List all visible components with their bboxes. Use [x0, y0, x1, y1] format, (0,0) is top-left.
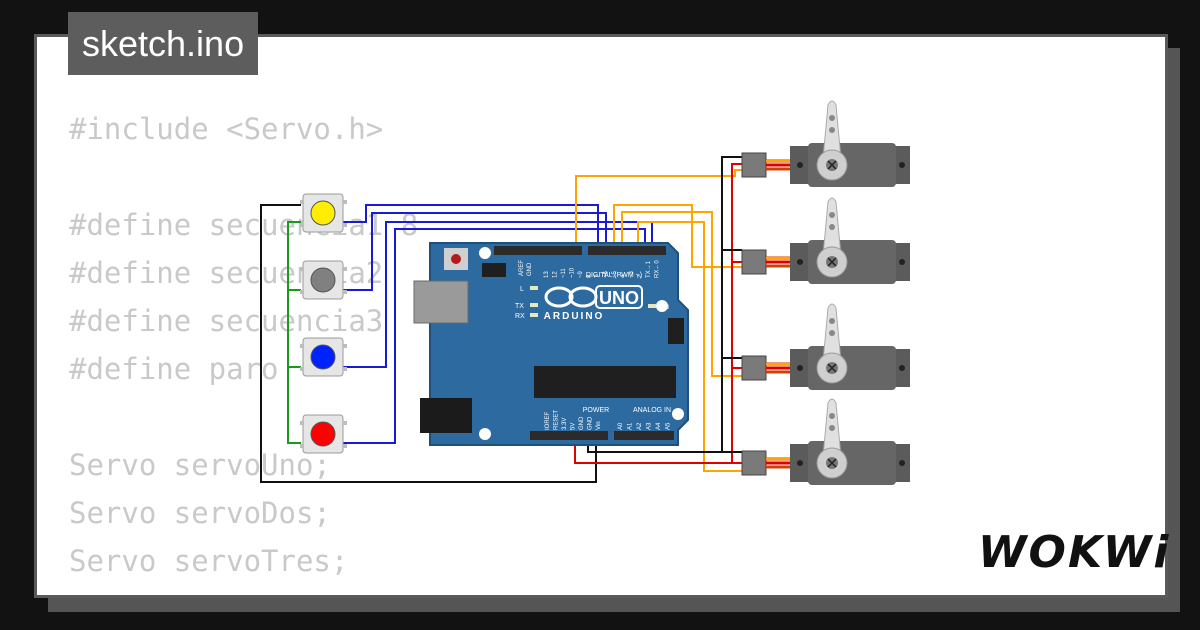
pin-label: ~11 — [561, 268, 567, 278]
servos — [741, 100, 910, 485]
pushbutton[interactable] — [300, 414, 347, 454]
pin-label: 4 — [621, 274, 627, 278]
usb-connector — [413, 280, 469, 324]
power-jack — [420, 398, 472, 433]
pushbuttons — [300, 193, 347, 454]
analog-label: ANALOG IN — [633, 407, 671, 414]
file-tab-label: sketch.ino — [82, 23, 245, 64]
code-line: Servo servoDos; — [69, 496, 331, 530]
pin-label: 13 — [544, 271, 550, 278]
wire-button2-signal — [340, 212, 607, 291]
arduino-uno-board[interactable]: UNO ARDUINO DIGITAL (PWM ~) POWER ANALOG… — [413, 242, 689, 446]
digital-header-left — [494, 246, 582, 255]
wire-servo4-signal — [637, 221, 742, 472]
wire-button1-signal — [340, 204, 599, 245]
wire-button4-signal — [340, 228, 646, 444]
servo-motor[interactable] — [741, 197, 910, 284]
code-line: Servo servoTres; — [69, 544, 349, 578]
pin-label: ~6 — [604, 270, 610, 278]
wires — [260, 156, 742, 483]
pin-label: A4 — [656, 422, 662, 430]
board-brand: ARDUINO — [544, 311, 605, 322]
file-tab[interactable]: sketch.ino — [68, 12, 259, 75]
code-line: #define paro — [69, 352, 279, 386]
pushbutton[interactable] — [300, 260, 347, 300]
led-rx-label: RX — [515, 313, 525, 320]
digital-header-label: DIGITAL (PWM ~) — [586, 272, 642, 279]
code-line: #define secuencia3 — [69, 304, 384, 338]
pin-label: 5V — [571, 423, 577, 430]
wire-ground-loop — [260, 204, 597, 483]
code-line: #define secuencia2 — [69, 256, 384, 290]
pin-label: GND — [579, 416, 585, 430]
pushbutton[interactable] — [300, 193, 347, 233]
pin-label: A2 — [637, 422, 643, 430]
pin-label: GND — [588, 416, 594, 430]
wire-button-green — [287, 221, 301, 444]
pin-label: 12 — [553, 271, 559, 278]
pin-label: ~5 — [612, 270, 618, 278]
led-l-label: L — [520, 286, 524, 293]
code-line: Servo servoUno; — [69, 448, 331, 482]
gnd-label: GND — [527, 262, 533, 276]
wire-power-red — [574, 163, 742, 464]
pin-label: A5 — [666, 422, 672, 430]
led-tx-label: TX — [515, 303, 524, 310]
power-label: POWER — [583, 407, 609, 414]
led-on-label: ON — [660, 305, 669, 311]
pin-label: ~10 — [570, 267, 576, 278]
pin-label: IOREF — [545, 411, 551, 430]
pin-label: RESET — [554, 410, 560, 430]
pin-label: A0 — [618, 422, 624, 430]
pin-label: ~9 — [578, 270, 584, 278]
analog-header — [614, 431, 674, 440]
pin-label: ~3 — [629, 270, 635, 278]
pin-label: TX→1 — [646, 260, 652, 278]
wire-servo1-signal — [575, 169, 742, 245]
pin-label: RX←0 — [655, 260, 661, 278]
servo-motor[interactable] — [741, 398, 910, 485]
code-line: #define secuencia1 8 — [69, 208, 419, 242]
code-line: #include <Servo.h> — [69, 112, 384, 146]
pin-label: 8 — [587, 274, 593, 278]
pin-label: A1 — [628, 422, 634, 430]
servo-motor[interactable] — [741, 303, 910, 390]
pin-label: Vin — [596, 421, 602, 430]
wire-button3-signal — [340, 221, 653, 368]
aref-label: AREF — [519, 260, 525, 276]
pin-label: 2 — [638, 274, 644, 278]
servo-motor[interactable] — [741, 100, 910, 187]
atmega-chip — [534, 366, 676, 398]
wire-servo-ground — [587, 156, 742, 453]
pin-label: 7 — [595, 274, 601, 278]
code-background: #include <Servo.h> #define secuencia1 8 #d… — [69, 105, 419, 595]
code-line: Servo servoCuatro; — [69, 585, 418, 595]
wokwi-logo: WOKWi — [978, 527, 1171, 578]
board-model: UNO — [599, 288, 639, 308]
wire-servo2-signal — [613, 204, 742, 268]
pin-label: 3.3V — [562, 418, 568, 430]
pin-label: A3 — [647, 422, 653, 430]
pushbutton[interactable] — [300, 337, 347, 377]
digital-header-right — [588, 246, 666, 255]
power-header — [530, 431, 608, 440]
